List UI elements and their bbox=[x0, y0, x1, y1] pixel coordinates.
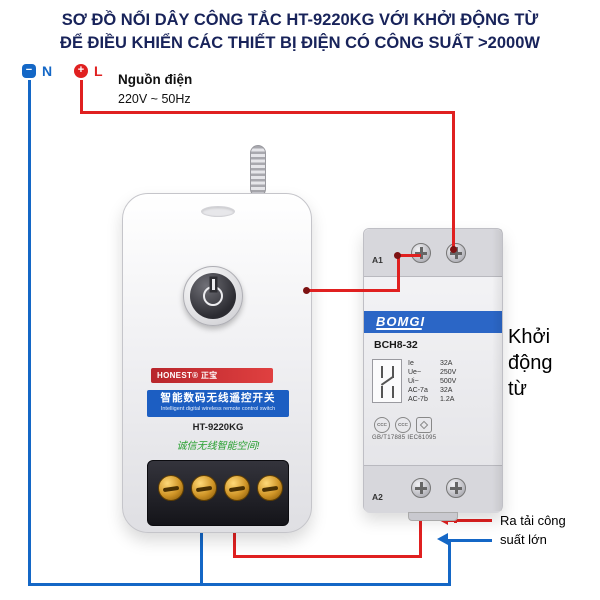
screw-terminal bbox=[158, 475, 184, 501]
screw-slot-icon bbox=[455, 247, 458, 259]
brand-stripe: BOMGI bbox=[364, 311, 502, 333]
output-load-label-line1: Ra tải công bbox=[500, 513, 566, 528]
live-wire-segment bbox=[419, 505, 422, 558]
remote-switch: HONEST® 正宝 智能数码无线遥控开关 Intelligent digita… bbox=[122, 193, 312, 533]
neutral-terminal-icon: − bbox=[22, 64, 36, 78]
spec-key: AC-7b bbox=[408, 396, 428, 403]
contactor-bottom-face: A2 bbox=[364, 465, 502, 513]
live-label: L bbox=[94, 63, 103, 79]
remote-tagline: 诚信无线智能空间! bbox=[176, 441, 260, 452]
screw-slot-icon bbox=[228, 485, 246, 492]
spec-row: Ie 32A bbox=[408, 359, 498, 368]
live-wire-segment bbox=[397, 254, 421, 257]
neutral-wire-segment bbox=[448, 539, 451, 586]
neutral-output-stub bbox=[448, 539, 492, 542]
spec-key: AC-7a bbox=[408, 387, 428, 394]
live-terminal-icon: + bbox=[74, 64, 88, 78]
side-shading bbox=[492, 229, 502, 511]
spec-value: 1.2A bbox=[440, 396, 455, 403]
screw-terminal bbox=[224, 475, 250, 501]
brand-strip: HONEST® 正宝 bbox=[151, 368, 273, 383]
screw-slot-icon bbox=[261, 485, 279, 492]
spec-value: 32A bbox=[440, 387, 453, 394]
live-wire-segment bbox=[80, 111, 455, 114]
page-title-line2: ĐỂ ĐIỀU KHIỂN CÁC THIẾT BỊ ĐIỆN CÓ CÔNG … bbox=[60, 34, 540, 53]
ccc-badge-icon: CCC bbox=[374, 417, 390, 433]
output-arrow-neutral-icon bbox=[437, 533, 448, 545]
live-wire-segment bbox=[307, 289, 400, 292]
terminal-block bbox=[147, 460, 289, 526]
live-wire-segment bbox=[80, 80, 83, 114]
contactor: A1 BOMGI BCH8-32 Ie 32A Ue~ 250V Ui~ 500V A… bbox=[363, 228, 503, 513]
spec-table: Ie 32A Ue~ 250V Ui~ 500V AC-7a 32A AC-7b 1.2A bbox=[408, 359, 498, 404]
contactor-model: BCH8-32 bbox=[374, 339, 418, 351]
contactor-side-label: Khởi động từ bbox=[508, 326, 553, 400]
screw-terminal bbox=[411, 478, 431, 498]
screw-slot-icon bbox=[420, 247, 423, 259]
output-load-label: Ra tải công suất lớn bbox=[500, 512, 566, 550]
spec-key: Ui~ bbox=[408, 378, 419, 385]
spec-value: 500V bbox=[440, 378, 457, 385]
terminal-label-a2: A2 bbox=[372, 492, 383, 502]
screw-terminal bbox=[191, 475, 217, 501]
screw-terminal bbox=[446, 478, 466, 498]
screw-terminal bbox=[446, 243, 466, 263]
product-band: 智能数码无线遥控开关 Intelligent digital wireless … bbox=[147, 390, 289, 417]
wire-lug bbox=[394, 252, 401, 259]
power-symbol-bar-icon bbox=[212, 279, 215, 290]
neutral-wire-segment bbox=[28, 583, 451, 586]
spec-key: Ue~ bbox=[408, 369, 422, 376]
product-band-title: 智能数码无线遥控开关 bbox=[160, 392, 276, 404]
spec-row: AC-7b 1.2A bbox=[408, 395, 498, 404]
power-source-value: 220V ~ 50Hz bbox=[118, 92, 191, 106]
spec-row: AC-7a 32A bbox=[408, 386, 498, 395]
din-rail-tab bbox=[408, 512, 458, 521]
screw-slot-icon bbox=[455, 482, 458, 494]
contactor-brand: BOMGI bbox=[376, 314, 426, 329]
standards-text: GB/T17885 IEC61095 bbox=[372, 435, 437, 441]
brand-underline bbox=[376, 328, 422, 330]
antenna-coil-icon bbox=[250, 145, 266, 197]
neutral-wire-segment bbox=[28, 80, 31, 586]
live-wire-segment bbox=[233, 524, 236, 558]
ccc-badge-icon: CCC bbox=[395, 417, 411, 433]
screw-slot-icon bbox=[162, 485, 180, 492]
live-wire-segment bbox=[233, 555, 422, 558]
wire-lug bbox=[450, 246, 457, 253]
live-wire-segment bbox=[452, 111, 455, 252]
live-output-stub bbox=[448, 519, 492, 522]
contactor-top-face: A1 bbox=[364, 229, 502, 277]
spec-key: Ie bbox=[408, 360, 414, 367]
terminal-label-a1: A1 bbox=[372, 255, 383, 265]
product-band-subtitle: Intelligent digital wireless remote cont… bbox=[160, 406, 276, 412]
live-wire-segment bbox=[397, 256, 400, 292]
power-source-title: Nguồn điện bbox=[118, 72, 193, 87]
cert-badge-icon bbox=[416, 417, 432, 433]
certification-badges: CCC CCC bbox=[374, 417, 432, 433]
spec-row: Ui~ 500V bbox=[408, 377, 498, 386]
neutral-label: N bbox=[42, 63, 53, 79]
spec-value: 250V bbox=[440, 369, 457, 376]
page-title-line1: SƠ ĐỒ NỐI DÂY CÔNG TẮC HT-9220KG VỚI KHỞ… bbox=[61, 11, 539, 29]
output-load-label-line2: suất lớn bbox=[500, 531, 547, 547]
screw-slot-icon bbox=[420, 482, 423, 494]
wire-lug bbox=[303, 287, 310, 294]
spec-row: Ue~ 250V bbox=[408, 368, 498, 377]
screw-terminal bbox=[411, 243, 431, 263]
indicator-slot bbox=[201, 206, 235, 217]
contact-diagram-icon bbox=[372, 359, 402, 403]
neutral-wire-segment bbox=[200, 524, 203, 586]
spec-value: 32A bbox=[440, 360, 453, 367]
remote-model: HT-9220KG bbox=[192, 422, 244, 433]
page-title: SƠ ĐỒ NỐI DÂY CÔNG TẮC HT-9220KG VỚI KHỞ… bbox=[0, 9, 600, 56]
screw-terminal bbox=[257, 475, 283, 501]
screw-slot-icon bbox=[195, 485, 213, 492]
